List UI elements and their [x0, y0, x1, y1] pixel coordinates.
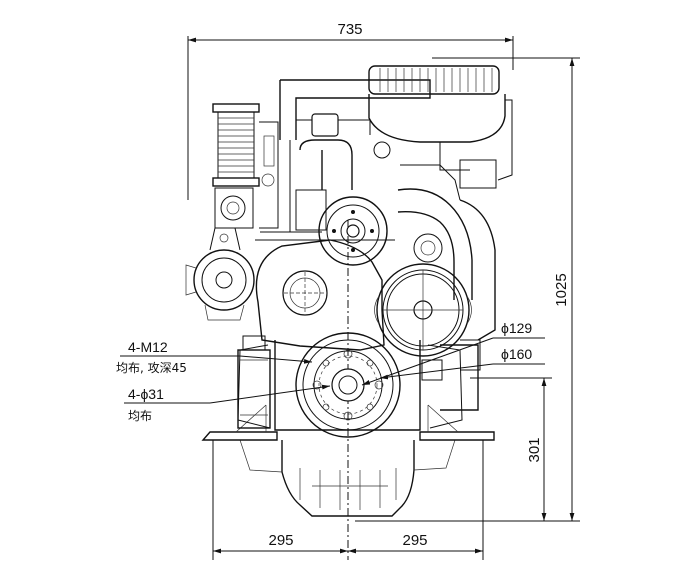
bolt-detail-label: 均布, 攻深45: [116, 361, 187, 375]
dimension-overall-width: 735: [187, 21, 514, 200]
dia-160-label: ϕ160: [501, 346, 532, 362]
overall-width-label: 735: [337, 21, 362, 38]
engine-outline: [201, 239, 495, 517]
left-half-label: 295: [268, 532, 293, 549]
annotation-diameter-160: ϕ160: [379, 346, 545, 380]
alternator: [185, 227, 255, 321]
right-half-label: 295: [402, 532, 427, 549]
annotation-through-holes: 4-ϕ31 均布: [124, 384, 331, 423]
air-filter: [368, 65, 513, 181]
intake-stack: [212, 103, 279, 229]
dimension-bottom-halves: 295 295: [212, 220, 484, 560]
crankshaft-damper: [295, 332, 401, 438]
upper-pipework: [255, 79, 431, 241]
fan-hub-pulley: [374, 263, 472, 357]
hole-detail-label: 均布: [128, 409, 152, 423]
turbo-pipe: [397, 159, 497, 371]
dimension-overall-height: 1025: [355, 57, 580, 522]
annotation-bolt-holes: 4-M12 均布, 攻深45: [116, 339, 313, 375]
dia-129-label: ϕ129: [501, 320, 532, 336]
water-pump-pulley: [318, 196, 388, 266]
hole-spec-label: 4-ϕ31: [128, 386, 164, 402]
mount-height-label: 301: [526, 437, 543, 462]
oil-filter: [237, 335, 271, 429]
overall-height-label: 1025: [553, 273, 570, 306]
bolt-spec-label: 4-M12: [128, 339, 168, 355]
dimension-mount-height: 301: [470, 377, 552, 521]
